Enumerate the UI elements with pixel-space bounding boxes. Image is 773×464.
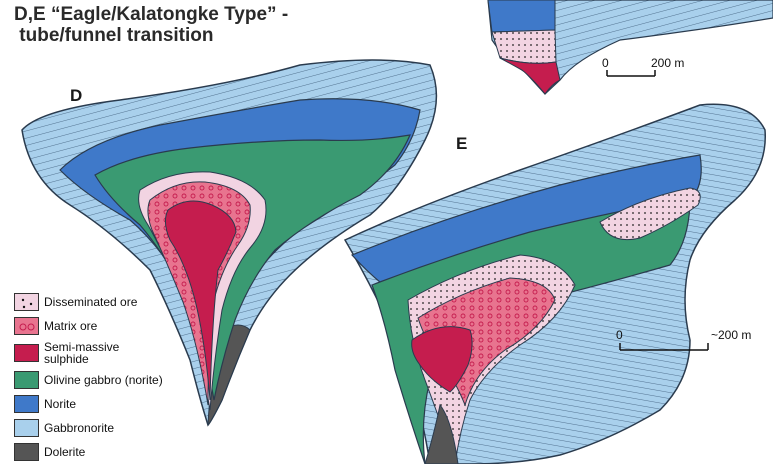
diagram-title: D,E “Eagle/Kalatongke Type” - tube/funne…	[14, 4, 288, 46]
panel-label-d: D	[70, 86, 82, 106]
scale-e-start: 0	[616, 328, 623, 342]
scale-top-start: 0	[602, 56, 609, 70]
legend-item-dolerite: Dolerite	[14, 440, 163, 464]
disseminated-ore-swatch	[14, 293, 39, 311]
legend-item-matrix-ore: Matrix ore	[14, 314, 163, 338]
legend-item-norite: Norite	[14, 392, 163, 416]
legend-item-disseminated-ore: Disseminated ore	[14, 290, 163, 314]
top-partial-body	[488, 0, 773, 94]
legend-item-gabbronorite: Gabbronorite	[14, 416, 163, 440]
semi-massive-sulphide-swatch	[14, 344, 39, 362]
matrix-ore-swatch	[14, 317, 39, 335]
legend-label: Gabbronorite	[44, 422, 114, 434]
scale-e-end: ~200 m	[711, 328, 751, 342]
gabbronorite-swatch	[14, 419, 39, 437]
legend-label: Matrix ore	[44, 320, 97, 332]
legend-label: Olivine gabbro (norite)	[44, 374, 163, 386]
title-line-1: D,E “Eagle/Kalatongke Type” -	[14, 4, 288, 25]
panel-label-e: E	[456, 134, 467, 154]
legend-label: Norite	[44, 398, 76, 410]
legend-label: Disseminated ore	[44, 296, 137, 308]
legend-label-line-2: sulphide	[44, 352, 89, 366]
legend-item-olivine-gabbro: Olivine gabbro (norite)	[14, 368, 163, 392]
scale-top-end: 200 m	[651, 56, 684, 70]
scale-bar-top	[607, 70, 655, 76]
legend-label: Dolerite	[44, 446, 85, 458]
legend: Disseminated ore Matrix ore Semi-massive…	[14, 290, 163, 464]
title-line-2: tube/funnel transition	[19, 25, 213, 46]
olivine-gabbro-swatch	[14, 371, 39, 389]
norite-swatch	[14, 395, 39, 413]
dolerite-swatch	[14, 443, 39, 461]
